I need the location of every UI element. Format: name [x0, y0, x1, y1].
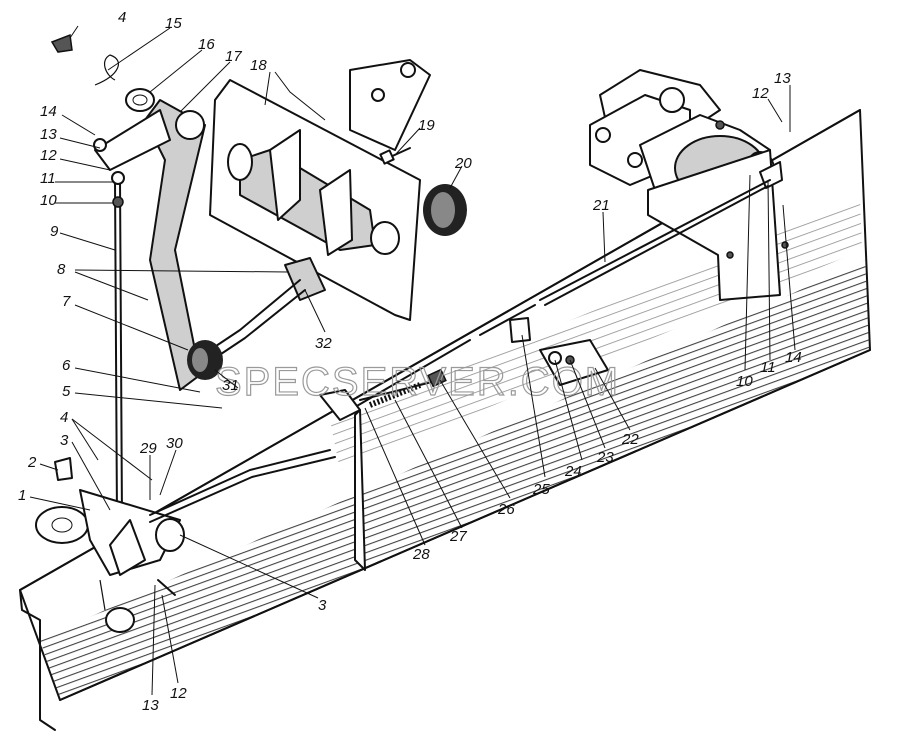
label-15: 15 — [165, 15, 182, 32]
label-7: 7 — [62, 293, 71, 310]
label-17: 17 — [225, 48, 242, 65]
label-12c: 12 — [752, 85, 769, 102]
brake-chamber — [589, 69, 789, 301]
watermark: SPECSERVER.COM — [215, 360, 620, 404]
label-32: 32 — [315, 335, 332, 352]
label-18: 18 — [250, 57, 267, 74]
label-20: 20 — [454, 155, 472, 172]
part-labels: 4 15 16 17 18 14 13 12 11 10 9 8 7 6 5 4… — [18, 9, 802, 714]
label-12: 12 — [40, 147, 57, 164]
label-16: 16 — [198, 36, 215, 53]
pedal-pad — [187, 257, 326, 380]
label-13b: 13 — [142, 697, 159, 714]
vertical-rod — [111, 171, 125, 521]
label-14b: 14 — [785, 349, 802, 366]
label-22: 22 — [621, 431, 639, 448]
plug-20 — [423, 184, 467, 236]
label-12b: 12 — [170, 685, 187, 702]
label-31: 31 — [222, 377, 239, 394]
leader-lines — [29, 25, 796, 696]
mid-linkage — [319, 317, 609, 571]
small-parts-top — [50, 33, 155, 112]
label-4: 4 — [118, 9, 126, 26]
bolt-19 — [379, 147, 411, 165]
label-13c: 13 — [774, 70, 791, 87]
lower-linkage — [35, 449, 336, 633]
label-29: 29 — [139, 440, 157, 457]
pedal-mounting-plate — [209, 59, 431, 321]
label-26: 26 — [497, 501, 515, 518]
label-11b: 11 — [760, 359, 776, 376]
label-30: 30 — [166, 435, 183, 452]
label-19: 19 — [418, 117, 435, 134]
label-10b: 10 — [736, 373, 753, 390]
label-4b: 4 — [60, 409, 68, 426]
label-8: 8 — [57, 261, 66, 278]
label-21: 21 — [592, 197, 610, 214]
label-10: 10 — [40, 192, 57, 209]
label-2: 2 — [27, 454, 37, 471]
label-24: 24 — [564, 463, 582, 480]
label-3b: 3 — [318, 597, 327, 614]
label-3: 3 — [60, 432, 69, 449]
label-28: 28 — [412, 546, 430, 563]
label-25: 25 — [532, 481, 550, 498]
label-1: 1 — [18, 487, 26, 504]
label-6: 6 — [62, 357, 71, 374]
label-23: 23 — [596, 449, 614, 466]
pedal-lever — [93, 99, 206, 391]
label-14: 14 — [40, 103, 57, 120]
label-27: 27 — [449, 528, 467, 545]
label-13: 13 — [40, 126, 57, 143]
label-11: 11 — [40, 170, 56, 187]
label-9: 9 — [50, 223, 59, 240]
label-5: 5 — [62, 383, 71, 400]
